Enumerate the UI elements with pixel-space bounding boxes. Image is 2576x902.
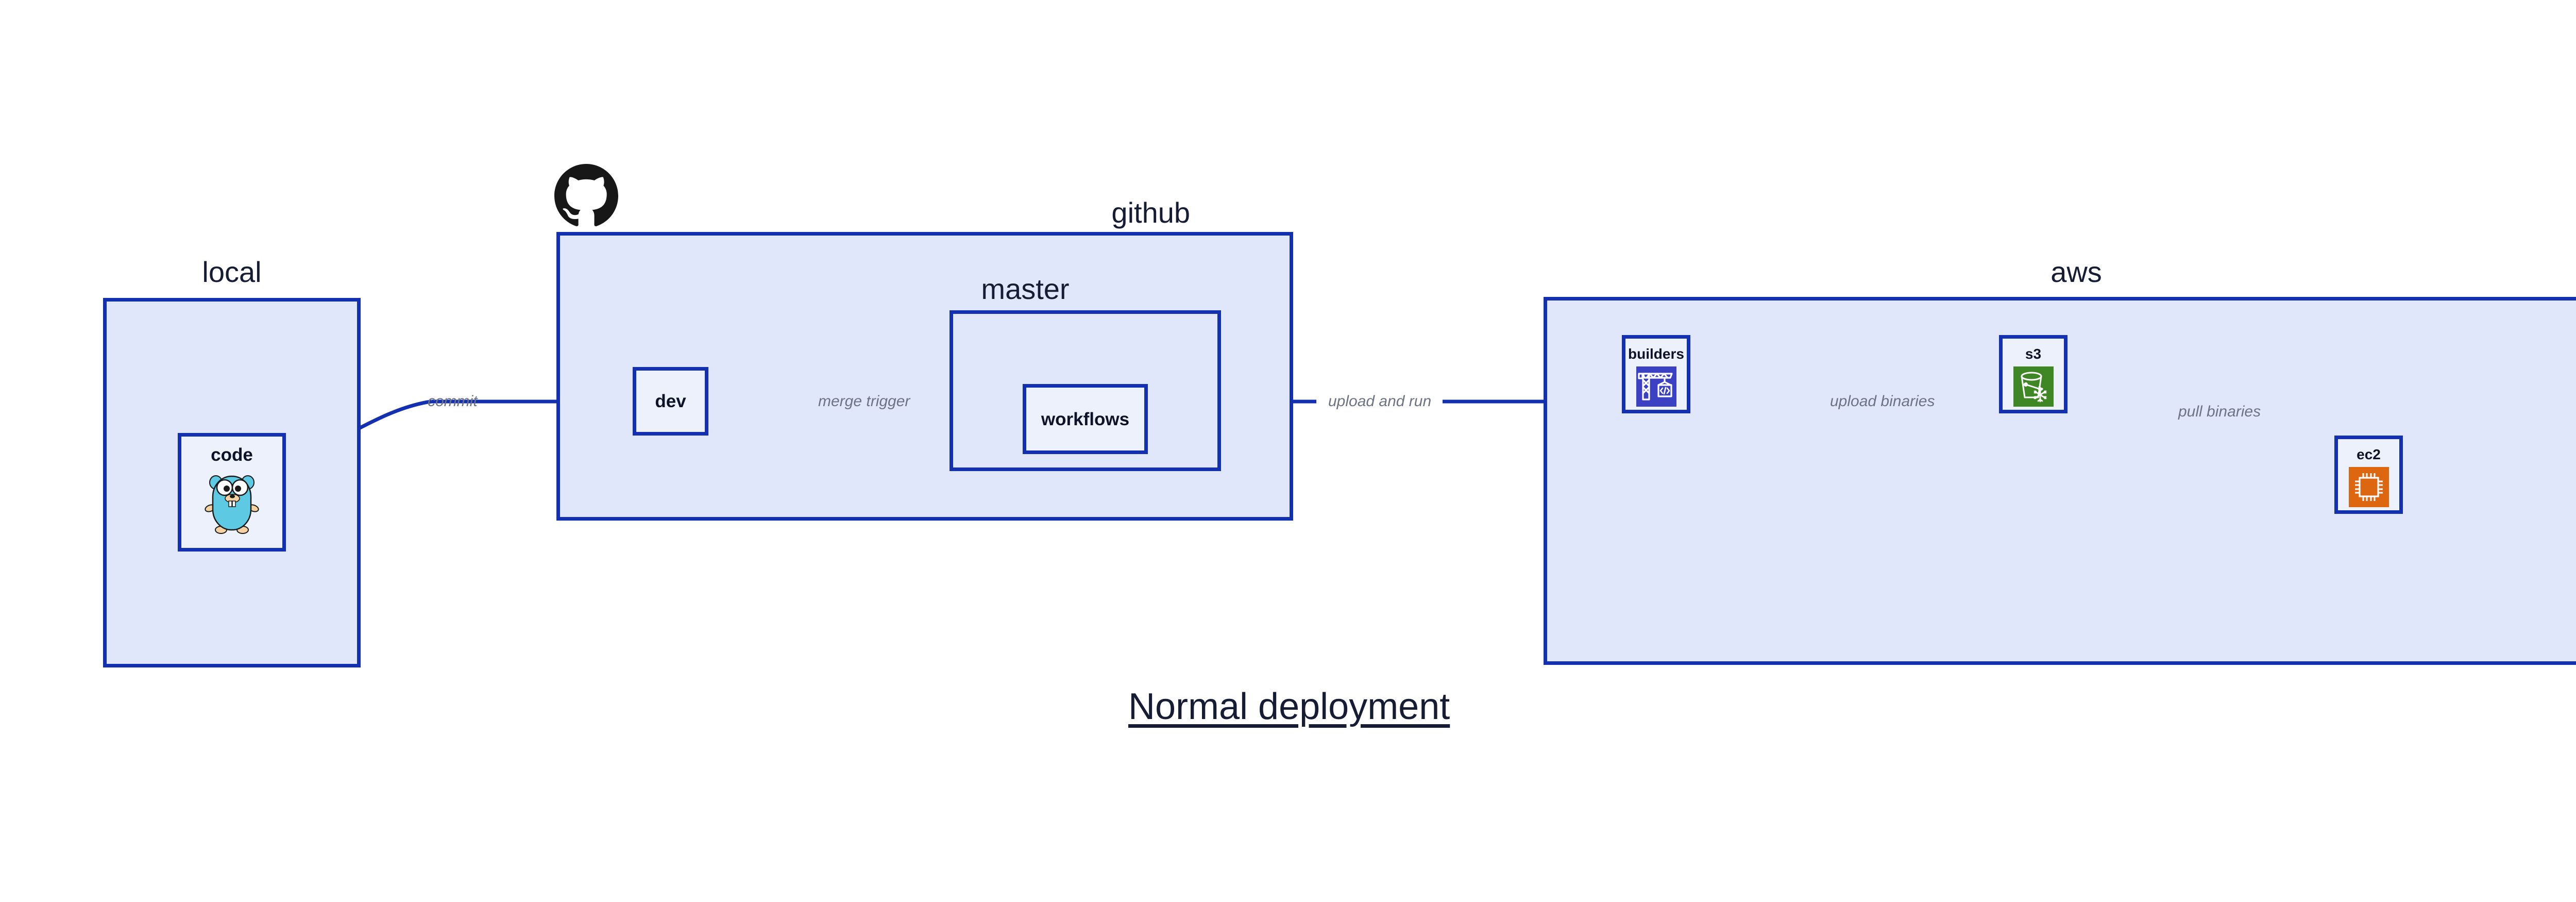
cluster-title-github: github [1111,196,1190,229]
node-dev[interactable]: dev [633,367,708,436]
node-builders[interactable]: builders [1622,335,1690,413]
aws-s3-glacier-icon [2013,366,2054,407]
node-ec2[interactable]: ec2 [2334,436,2403,514]
cluster-title-aws: aws [2050,256,2102,288]
aws-ec2-icon [2348,467,2389,507]
node-s3-label: s3 [2025,346,2042,362]
edge-label-upload-and-run: upload and run [1328,393,1432,410]
node-code[interactable]: code [178,433,286,552]
node-s3[interactable]: s3 [1999,335,2067,413]
aws-codebuild-icon [1636,366,1676,407]
cluster-aws [1544,297,2576,665]
node-workflows-label: workflows [1041,409,1130,429]
github-octocat-logo [554,164,618,226]
edge-label-upload-binaries: upload binaries [1830,393,1935,410]
cluster-title-local: local [202,256,262,288]
node-workflows[interactable]: workflows [1023,384,1148,454]
node-builders-label: builders [1628,346,1684,362]
diagram-title: Normal deployment [1128,686,1450,727]
edge-label-commit: commit [428,393,478,410]
node-code-label: code [211,445,253,465]
edge-label-pull-binaries: pull binaries [2178,403,2261,420]
cluster-title-master: master [981,273,1070,305]
edge-label-merge-trigger: merge trigger [818,393,910,410]
node-ec2-label: ec2 [2357,446,2381,462]
go-gopher-icon [205,475,259,534]
node-dev-label: dev [655,391,686,411]
